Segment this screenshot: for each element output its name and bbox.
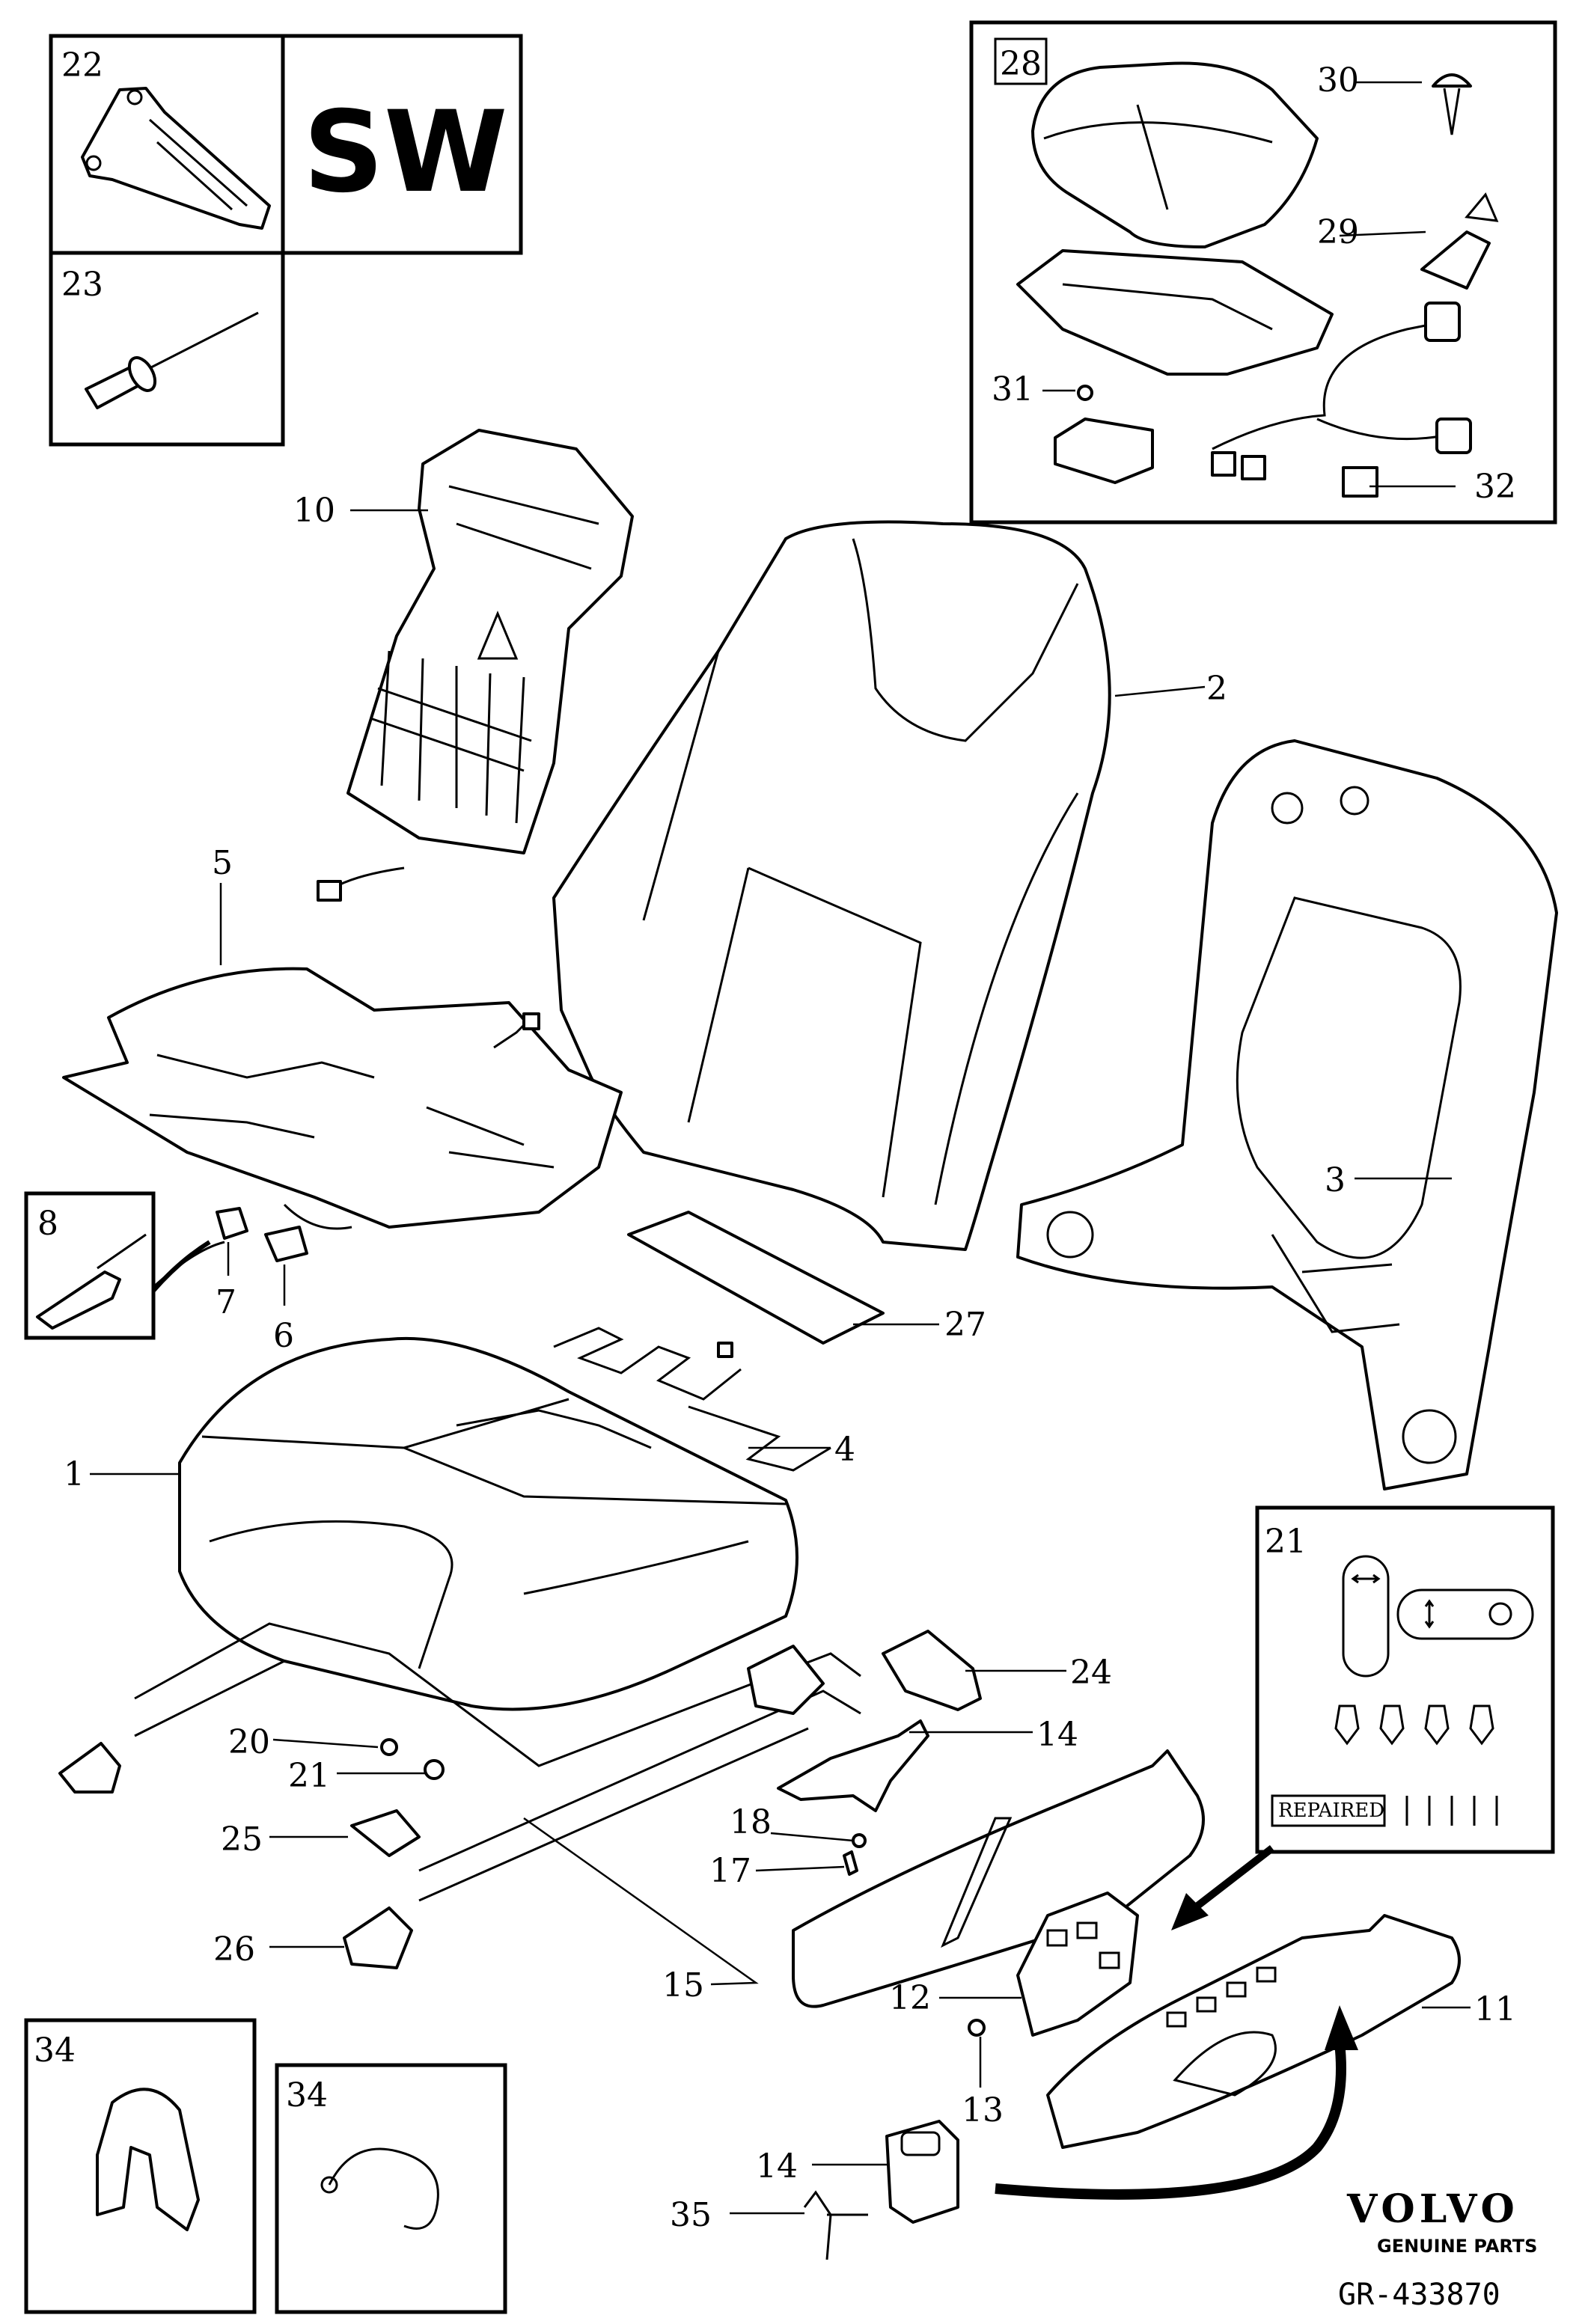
connector-7-drawing [216, 1207, 248, 1240]
cushion-base-drawing [1016, 249, 1334, 376]
callout-35: 35 [670, 2196, 712, 2234]
callout-3: 3 [1325, 1161, 1346, 1199]
heating-mat-10 [317, 429, 634, 902]
parts-16-18-26 [755, 1630, 1066, 1876]
control-module-12 [939, 1892, 1139, 2088]
callout-6: 6 [273, 1317, 294, 1355]
switch-14-clip-35 [730, 2120, 959, 2260]
callout-30: 30 [1317, 61, 1359, 100]
cover-26-drawing [882, 1630, 982, 1711]
side-panel-15 [792, 1749, 1205, 2008]
backrest-frame-3 [1016, 739, 1558, 1490]
callout-21: 21 [1265, 1523, 1307, 1561]
sw-label: SW [303, 88, 508, 218]
callout-33: 34 [34, 2031, 76, 2070]
callout-27: 27 [944, 1306, 986, 1344]
callout-32: 32 [1474, 468, 1516, 506]
backrest-cover-2 [552, 520, 1206, 1251]
panel-27 [627, 1211, 939, 1345]
callout-17: 17 [709, 1852, 751, 1890]
arrow-curve-14-to-11 [995, 2042, 1346, 2200]
callout-8: 8 [37, 1205, 58, 1243]
callout-29: 29 [1317, 213, 1359, 251]
bracket-16-drawing [777, 1719, 929, 1812]
callout-1: 1 [64, 1455, 85, 1493]
grommet-34-drawing [328, 2147, 439, 2230]
end-cap-left-drawing [58, 1742, 121, 1794]
callout-31: 31 [992, 370, 1033, 409]
callout-20: 21 [288, 1757, 330, 1795]
callout-11: 11 [1474, 1990, 1516, 2028]
inset-21 [1255, 1505, 1555, 1854]
callout-15: 15 [662, 1966, 704, 2005]
callout-25: 26 [213, 1930, 255, 1969]
callout-14: 14 [756, 2147, 798, 2186]
headrest-cushion-drawing [1031, 61, 1319, 248]
brand-name: VOLVO [1346, 2186, 1519, 2232]
module-31-drawing [1054, 418, 1154, 484]
callout-24: 25 [221, 1820, 263, 1859]
heater-element-4 [553, 1327, 831, 1472]
clip-29-drawing [1420, 230, 1491, 290]
inset-8 [24, 1191, 308, 1340]
arrow-21-to-12 [1187, 1845, 1275, 1915]
callout-34: 34 [286, 2076, 328, 2114]
callout-5: 5 [212, 844, 233, 882]
callout-28: 28 [1000, 45, 1042, 83]
callout-16: 14 [1036, 1716, 1078, 1754]
inset-28-32 [969, 20, 1557, 525]
cushion-heater-5 [62, 883, 623, 1230]
callout-23: 23 [61, 266, 103, 304]
end-cap-24-drawing [350, 1809, 421, 1857]
callout-2: 2 [1206, 670, 1227, 708]
callout-7: 7 [216, 1283, 236, 1321]
connector-6-drawing [264, 1226, 308, 1262]
clip-30-drawing [1432, 73, 1472, 88]
brand-subtitle: GENUINE PARTS [1377, 2236, 1537, 2257]
callout-12: 12 [889, 1979, 931, 2017]
callout-26: 24 [1070, 1654, 1112, 1692]
callout-13: 13 [962, 2091, 1004, 2129]
seat-frame-and-rails [58, 1622, 861, 1986]
end-cap-25-drawing [343, 1906, 413, 1969]
inset-33-34 [24, 2018, 507, 2314]
repaired-label: REPAIRED [1278, 1799, 1384, 1822]
arrow-head-14-to-11 [1325, 2005, 1358, 2050]
callout-22: 22 [61, 46, 103, 85]
callout-18: 18 [730, 1803, 772, 1841]
callout-10: 10 [293, 492, 335, 530]
rivet-23-drawing [85, 311, 259, 409]
seat-cushion-1 [90, 1336, 798, 1711]
clip-33-drawing [96, 2088, 200, 2231]
arrow-7-to-8 [151, 1240, 211, 1292]
figure-id: GR-433870 [1338, 2278, 1500, 2312]
trim-11 [1046, 1914, 1471, 2149]
callout-19: 20 [228, 1723, 270, 1761]
callout-4: 4 [834, 1431, 855, 1469]
inset-22-23-sw [49, 34, 523, 447]
